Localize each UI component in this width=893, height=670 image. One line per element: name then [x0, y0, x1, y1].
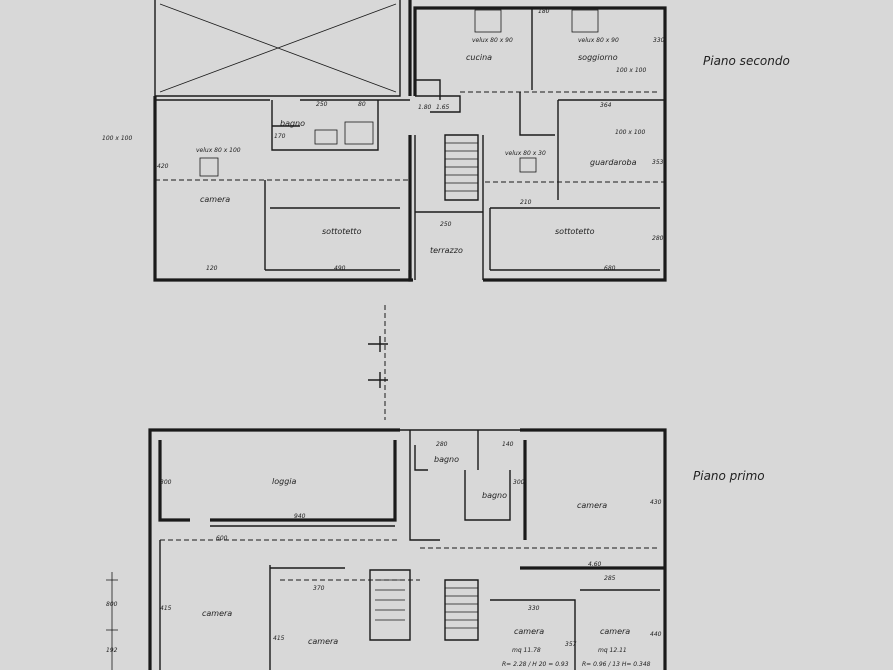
velux-camera [199, 157, 219, 177]
roof-void-outline [154, 0, 401, 97]
left-dimension-line [106, 572, 118, 670]
dim-600: 600 [216, 535, 228, 542]
room-label-camera-right: camera [577, 501, 607, 510]
sottotetto-right-walls [489, 207, 660, 271]
guardaroba-walls [557, 99, 665, 200]
dim-120: 120 [206, 265, 218, 272]
roof-void-cross [159, 3, 397, 93]
second-floor-stair [444, 134, 479, 201]
kitchen-wall [415, 79, 555, 136]
section-markers [368, 305, 388, 420]
stair-treads [445, 142, 478, 192]
dim-80: 80 [358, 101, 366, 108]
left-room-walls [159, 540, 345, 670]
dim-250: 250 [316, 101, 328, 108]
first-floor-stair [444, 579, 479, 641]
room-label-bagno-top: bagno [434, 455, 459, 464]
dim-415b: 415 [273, 635, 285, 642]
dim-250b: 250 [440, 221, 452, 228]
dim-170: 170 [274, 133, 286, 140]
room-label-camera: camera [200, 195, 230, 204]
room-label-bagno: bagno [280, 119, 305, 128]
dim-430: 430 [650, 499, 662, 506]
dim-420: 420 [157, 163, 169, 170]
dim-1-65: 1.65 [436, 104, 450, 111]
dim-285: 285 [604, 575, 616, 582]
second-floor-stair-block-walls [408, 6, 667, 282]
velux-right [519, 157, 537, 173]
stair-well-walls [414, 135, 484, 280]
room-label-sottotetto-right: sottotetto [555, 227, 595, 236]
room-label-camera-small-1: camera [514, 627, 544, 636]
second-stair-treads [375, 579, 405, 621]
dim-280: 280 [436, 441, 448, 448]
bathroom-fixture [314, 129, 338, 145]
small-camera-walls [490, 589, 660, 670]
dim-330: 330 [528, 605, 540, 612]
bathroom-top-walls [409, 430, 440, 541]
dim-460: 4.60 [588, 561, 602, 568]
dim-280: 280 [652, 235, 664, 242]
dim-300: 300 [513, 479, 525, 486]
room-label-sottotetto-left: sottotetto [322, 227, 362, 236]
dim-180: 180 [538, 8, 550, 15]
first-floor-stair-treads [445, 587, 478, 629]
note-window-right: 100 x 100 [615, 129, 645, 136]
dim-140: 140 [502, 441, 514, 448]
dim-353: 353 [652, 159, 664, 166]
velux-cucina [474, 9, 502, 33]
note-calc-2: R= 0.96 / 13 H= 0.348 [582, 661, 651, 668]
dim-300b: 300 [160, 479, 172, 486]
loggia-walls [158, 440, 397, 522]
dim-357: 357 [565, 641, 577, 648]
room-label-loggia: loggia [272, 477, 296, 486]
note-velux-soggiorno: velux 80 x 90 [578, 37, 619, 44]
note-area-2: mq 12.11 [598, 647, 627, 654]
room-label-soggiorno: soggiorno [578, 53, 618, 62]
section-arrow-2 [368, 372, 388, 388]
second-floor-plan: cucina soggiorno bagno camera guardaroba… [102, 0, 790, 282]
first-floor-outer-wall [148, 428, 667, 670]
dim-940: 940 [294, 513, 306, 520]
bathroom-walls [271, 100, 379, 151]
dim-210: 210 [520, 199, 532, 206]
dim-330: 330 [653, 37, 665, 44]
title-second-floor: Piano secondo [703, 54, 790, 68]
sottotetto-left-walls [264, 180, 400, 271]
room-label-camera-left: camera [202, 609, 232, 618]
dim-370: 370 [313, 585, 325, 592]
room-label-terrazzo: terrazzo [430, 246, 463, 255]
second-stair [369, 569, 411, 641]
dim-680: 680 [604, 265, 616, 272]
room-label-camera-center: camera [308, 637, 338, 646]
velux-soggiorno [571, 9, 599, 33]
bathroom-mid-walls [464, 430, 511, 521]
kitchen-living-partition [415, 8, 533, 113]
right-camera-walls [520, 440, 665, 570]
dim-415: 415 [160, 605, 172, 612]
note-velux-camera: velux 80 x 100 [196, 147, 241, 154]
note-velux-cucina: velux 80 x 90 [472, 37, 513, 44]
title-first-floor: Piano primo [693, 469, 765, 483]
dim-490: 490 [334, 265, 346, 272]
note-area-1: mq 11.78 [512, 647, 541, 654]
note-calc-1: R= 2.28 / H 20 = 0.93 [502, 661, 569, 668]
section-arrow-1 [368, 336, 388, 352]
dim-440: 440 [650, 631, 662, 638]
room-label-camera-small-2: camera [600, 627, 630, 636]
note-window-left: 100 x 100 [102, 135, 132, 142]
room-label-bagno-mid: bagno [482, 491, 507, 500]
dim-1-80: 1.80 [418, 104, 432, 111]
room-label-guardaroba: guardaroba [590, 158, 637, 167]
bathroom-fixture-2 [344, 121, 374, 145]
dim-364: 364 [600, 102, 612, 109]
room-label-cucina: cucina [466, 53, 492, 62]
note-window-soggiorno: 100 x 100 [616, 67, 646, 74]
second-floor-outer-wall [153, 0, 412, 282]
note-velux-right: velux 80 x 30 [505, 150, 546, 157]
first-floor-plan: loggia bagno bagno camera camera camera … [106, 428, 765, 670]
